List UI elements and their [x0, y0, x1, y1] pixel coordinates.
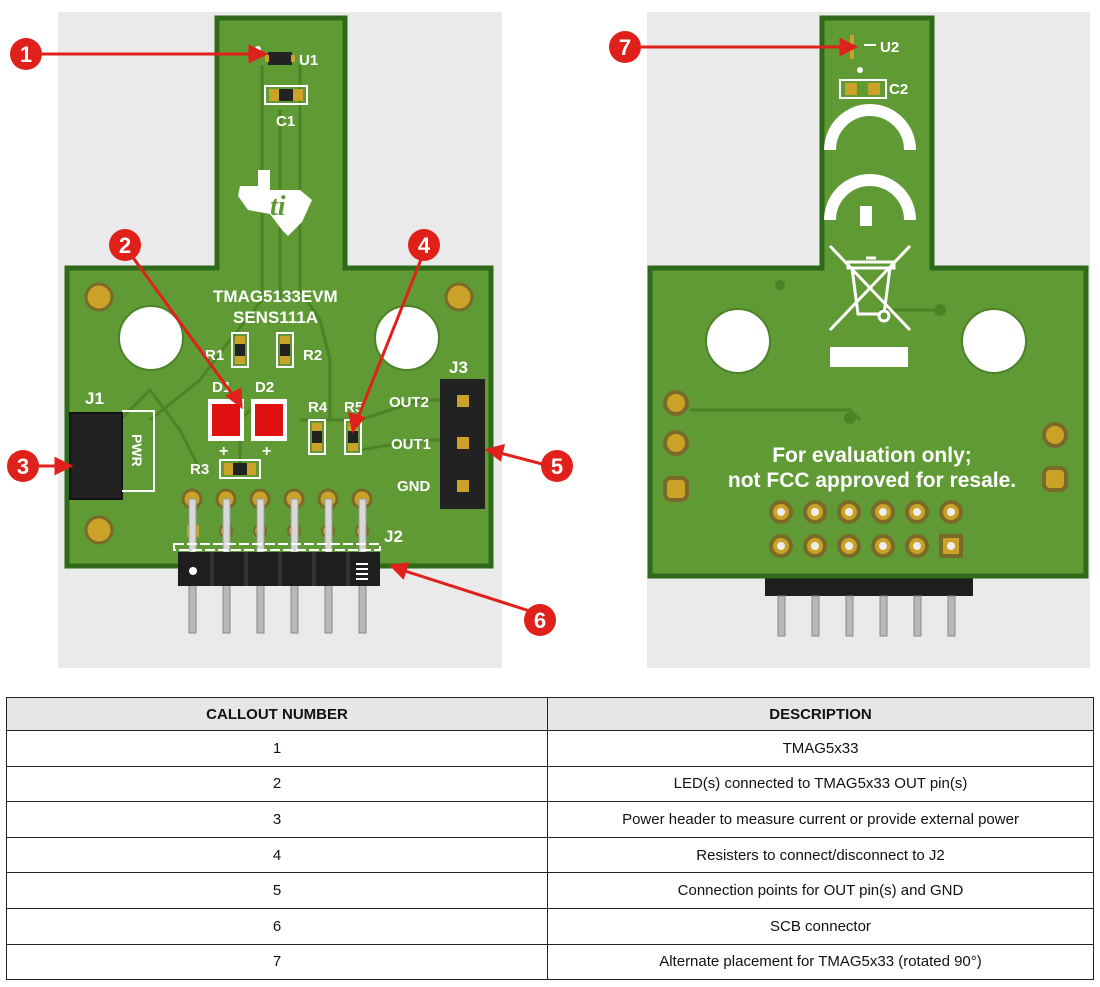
d2-label: D2 [255, 379, 274, 396]
u1-sensor [268, 52, 292, 65]
description-cell: Alternate placement for TMAG5x33 (rotate… [547, 943, 1094, 981]
r2-label: R2 [303, 347, 322, 364]
c1-outline [264, 85, 308, 105]
callout-bubble-7 [609, 31, 641, 63]
description-cell: LED(s) connected to TMAG5x33 OUT pin(s) [547, 765, 1094, 803]
description-cell: Connection points for OUT pin(s) and GND [547, 872, 1094, 909]
front-corner-pad [444, 282, 474, 312]
table-row: 2 LED(s) connected to TMAG5x33 OUT pin(s… [6, 765, 1094, 803]
board-id: SENS111A [233, 308, 318, 327]
table-row: 6 SCB connector [6, 907, 1094, 945]
callout-number-6: 6 [534, 608, 546, 633]
table-row: 4 Resisters to connect/disconnect to J2 [6, 836, 1094, 874]
j3-out1-label: OUT1 [391, 436, 431, 453]
description-cell: Power header to measure current or provi… [547, 801, 1094, 838]
r4-label: R4 [308, 399, 328, 416]
u2-footprint [850, 35, 854, 44]
column-header-description: DESCRIPTION [547, 697, 1094, 731]
c1-label: C1 [276, 113, 295, 130]
description-cell: Resisters to connect/disconnect to J2 [547, 836, 1094, 874]
c2-footprint [839, 79, 887, 99]
r4-outline [308, 419, 326, 455]
callout-number-7: 7 [619, 35, 631, 60]
r1-outline [231, 332, 249, 368]
front-corner-pad [84, 515, 114, 545]
ti-logo: ti [238, 170, 312, 236]
evm-board-figure: U1 C1 ti TMAG5133EVM SENS111A R1 R2 D1 D… [7, 12, 1090, 668]
callout-bubble-4 [408, 229, 440, 261]
callout-bubble-6 [524, 604, 556, 636]
back-view: U2 C2 For evaluation only; not FCC appro… [647, 12, 1090, 668]
j3-label: J3 [449, 358, 468, 377]
callout-table: CALLOUT NUMBER DESCRIPTION 1 TMAG5x33 2 … [6, 697, 1094, 981]
callout-bubble-5 [541, 450, 573, 482]
callout-number-cell: 1 [6, 730, 548, 767]
callout-bubble-2 [109, 229, 141, 261]
j1-pwr-label: PWR [129, 434, 145, 467]
column-header-callout-number: CALLOUT NUMBER [6, 697, 548, 731]
d2-plus: + [262, 443, 271, 460]
callout-number-cell: 3 [6, 801, 548, 838]
callout-number-2: 2 [119, 233, 131, 258]
callout-number-3: 3 [17, 454, 29, 479]
j2-header [173, 488, 381, 586]
back-connector-pins [777, 595, 956, 637]
d1-label: D1 [212, 379, 231, 396]
eval-notice-line1: For evaluation only; [772, 444, 972, 467]
j1-label: J1 [85, 389, 104, 408]
ce-mark [824, 104, 916, 221]
table-header-row: CALLOUT NUMBER DESCRIPTION [6, 697, 1094, 731]
front-view: U1 C1 ti TMAG5133EVM SENS111A R1 R2 D1 D… [58, 12, 502, 668]
description-cell: TMAG5x33 [547, 730, 1094, 767]
callout-arrows [37, 37, 859, 616]
back-hole-left [705, 308, 771, 374]
callout-number-cell: 7 [6, 943, 548, 981]
table-row: 7 Alternate placement for TMAG5x33 (rota… [6, 943, 1094, 981]
front-corner-pad [84, 282, 114, 312]
callout-number-4: 4 [418, 233, 431, 258]
d1-plus: + [219, 443, 228, 460]
weee-bar [830, 347, 908, 367]
callout-number-cell: 2 [6, 765, 548, 803]
r3-label: R3 [190, 461, 209, 478]
board-name: TMAG5133EVM [213, 287, 338, 306]
callout-number-cell: 6 [6, 907, 548, 945]
description-cell: SCB connector [547, 907, 1094, 945]
callout-number-cell: 5 [6, 872, 548, 909]
c2-label: C2 [889, 81, 908, 98]
table-row: 1 TMAG5x33 [6, 730, 1094, 767]
r5-label: R5 [344, 399, 363, 416]
r1-label: R1 [205, 347, 224, 364]
eval-notice-line2: not FCC approved for resale. [728, 469, 1016, 492]
callout-number-1: 1 [20, 42, 32, 67]
callout-number-5: 5 [551, 454, 563, 479]
callout-bubbles: 1 2 3 4 5 6 7 [7, 31, 641, 636]
j3-gnd-label: GND [397, 478, 431, 495]
u1-label: U1 [299, 52, 318, 69]
front-hole-right [374, 305, 440, 371]
back-pcb [647, 15, 1089, 579]
back-side-pads [663, 390, 1068, 502]
callout-bubble-1 [10, 38, 42, 70]
r2-outline [276, 332, 294, 368]
weee-bin-icon [828, 244, 912, 332]
r3-outline [219, 459, 261, 479]
callout-bubble-3 [7, 450, 39, 482]
j2-label: J2 [384, 527, 403, 546]
u2-label: U2 [880, 39, 899, 56]
front-hole-left [118, 305, 184, 371]
table-row: 3 Power header to measure current or pro… [6, 801, 1094, 838]
table-row: 5 Connection points for OUT pin(s) and G… [6, 872, 1094, 909]
callout-number-cell: 4 [6, 836, 548, 874]
j3-out2-label: OUT2 [389, 394, 429, 411]
j1-header [69, 412, 123, 500]
back-hole-right [961, 308, 1027, 374]
svg-text:ti: ti [270, 191, 286, 222]
